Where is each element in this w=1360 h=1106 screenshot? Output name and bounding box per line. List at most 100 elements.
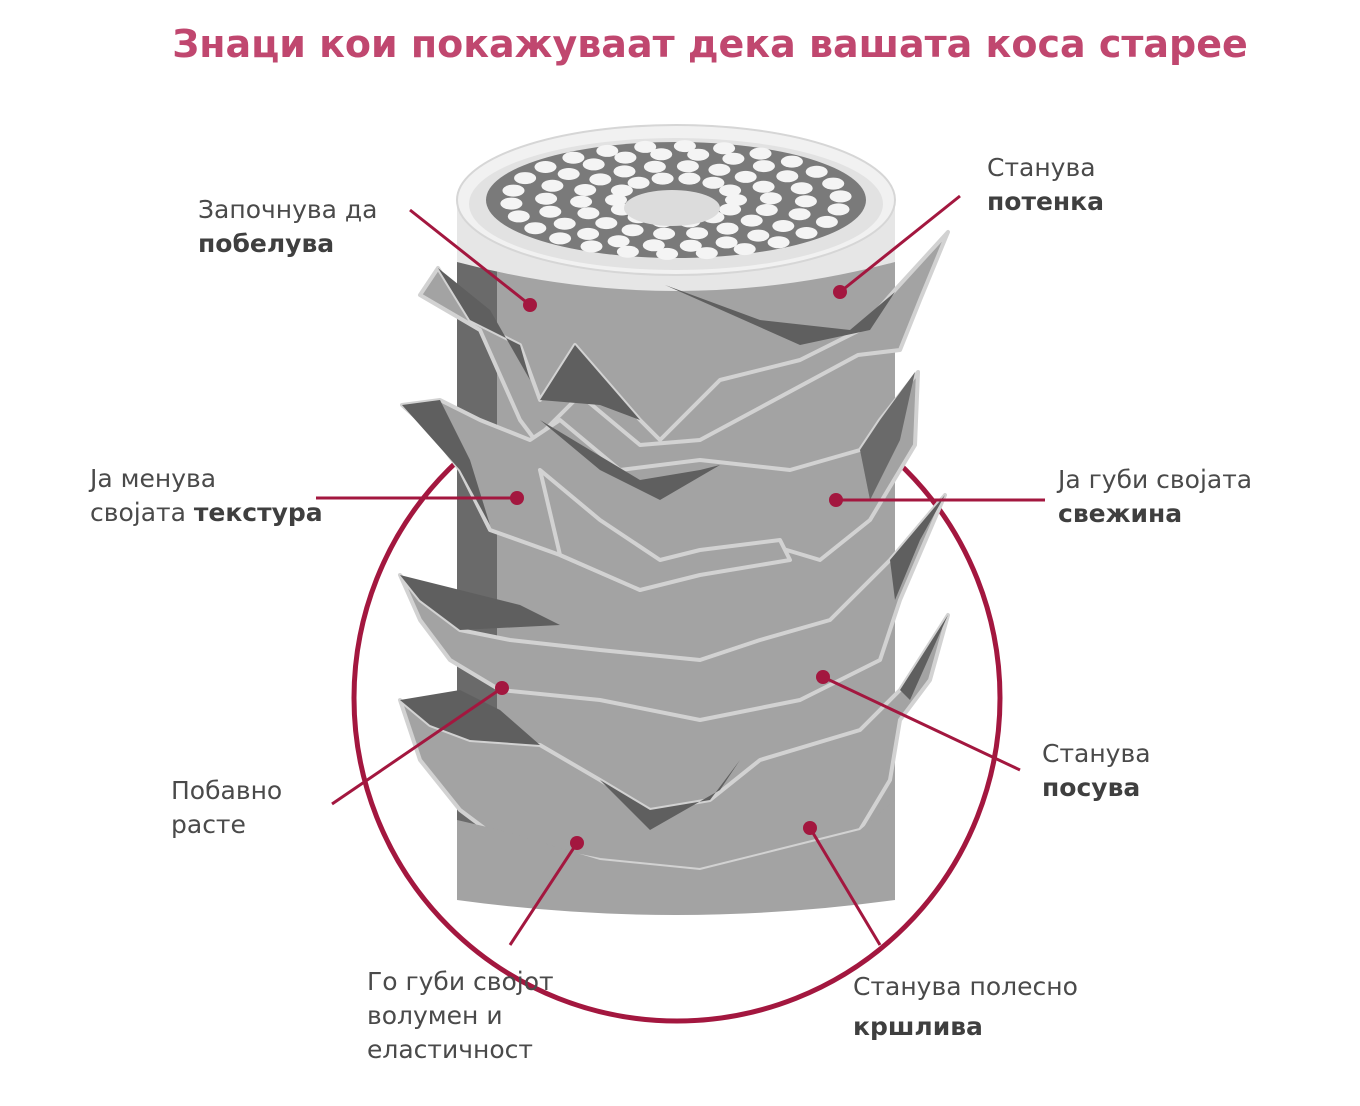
medulla-dot [822,177,845,190]
medulla-dot [755,204,778,216]
medulla-dot [749,147,772,160]
medulla-dot [502,184,525,197]
medulla-dot [805,165,828,178]
medulla-dot [596,144,619,157]
medulla-dot [642,239,665,252]
medulla-dot [614,151,637,164]
medulla-dot [605,194,627,206]
cuticle-scales [398,230,950,915]
label-texture: Ја менува својата текстура [90,462,323,530]
medulla-dot [776,170,799,183]
medulla-dot [562,151,585,164]
label-thinner-bold: потенка [987,187,1105,216]
medulla-dot [716,222,739,235]
medulla-dot [500,197,523,210]
medulla-dot [539,205,562,218]
medulla-dot [582,158,605,171]
medulla-dot [829,190,852,203]
medulla-dot [795,227,818,239]
medulla-dot [713,142,736,155]
medulla-dot [719,184,742,197]
medulla-dot [780,155,803,168]
medulla-dot [577,207,600,220]
label-volume-line2: волумен и [367,1001,503,1030]
label-gray: Станува посува [1042,737,1151,805]
medulla-dot [734,170,757,183]
medulla-dot [708,163,731,176]
medulla-dot [722,152,745,165]
medulla-dot [759,192,782,205]
hair-cross-section [456,124,896,291]
label-texture-line2: својата [90,498,194,527]
label-freshness: Ја губи својата свежина [1058,463,1252,531]
medulla-dot [740,214,763,227]
label-whitening-line1: Започнува да [198,195,378,224]
medulla-dot [715,236,738,249]
medulla-dot [772,220,795,232]
page-title: Знаци кои покажуваат дека вашата коса ст… [172,22,1248,66]
label-freshness-line1: Ја губи својата [1058,465,1253,494]
label-gray-line1: Станува [1042,739,1151,768]
medulla-dot [725,194,747,206]
medulla-dot [794,195,817,208]
label-thinner-line1: Станува [987,153,1096,182]
medulla-dot [815,215,838,228]
medulla-dot [514,172,537,185]
label-texture-bold: текстура [193,498,323,527]
medulla-dot [651,172,674,185]
medulla-dot [686,227,709,240]
medulla-dot [553,217,576,230]
medulla-dot [535,192,558,205]
medulla-dot [643,160,666,173]
label-gray-bold: посува [1042,773,1141,802]
label-volume: Го губи својот волумен и еластичност [367,965,554,1067]
medulla-dot [747,229,770,242]
medulla-dot [557,168,580,180]
medulla-dot [695,247,718,260]
label-texture-line1: Ја менува [90,464,217,493]
medulla-dot [616,245,639,258]
label-volume-line1: Го губи својот [367,967,554,996]
medulla-dot [767,236,790,249]
medulla-dot [613,165,636,178]
medulla-dot [656,247,679,260]
medulla-dot [653,227,676,240]
medulla-dot [687,148,710,161]
label-whitening: Започнува да побелува [198,193,378,261]
medulla-dot [570,195,593,208]
medulla-dot [524,222,547,235]
medulla-dot [507,210,530,223]
medulla-dot [650,148,673,161]
label-slow-growth: Побавно расте [171,774,282,842]
label-slow-growth-line1: Побавно [171,776,283,805]
medulla-dot [702,176,725,189]
label-freshness-bold: свежина [1058,499,1183,528]
medulla-dot [595,217,618,230]
medulla-dot [541,179,564,192]
medulla-dot [733,243,756,256]
medulla-dot [627,176,650,189]
medulla-dot [534,161,557,173]
medulla-dot [580,240,603,253]
label-slow-growth-line2: расте [171,810,246,839]
medulla-dot [574,184,597,196]
medulla-dot [673,140,696,153]
medulla-dot [634,140,657,153]
medulla-dot [678,172,701,185]
medulla-dot [752,180,775,193]
medulla-dot [752,160,775,173]
medulla-dot [621,224,644,237]
label-brittle-bold: кршлива [853,1012,983,1041]
label-thinner: Станува потенка [987,151,1104,219]
medulla-dot [788,208,811,221]
label-brittle: Станува полесно кршлива [853,967,1078,1047]
medulla-dot [719,203,742,216]
label-whitening-bold: побелува [198,229,335,258]
medulla-dot [577,227,600,240]
label-brittle-line1: Станува полесно [853,972,1078,1001]
medulla-dot [610,184,633,197]
medulla-dot [827,203,850,216]
medulla-dot [589,173,612,186]
medulla-dot [679,239,702,252]
